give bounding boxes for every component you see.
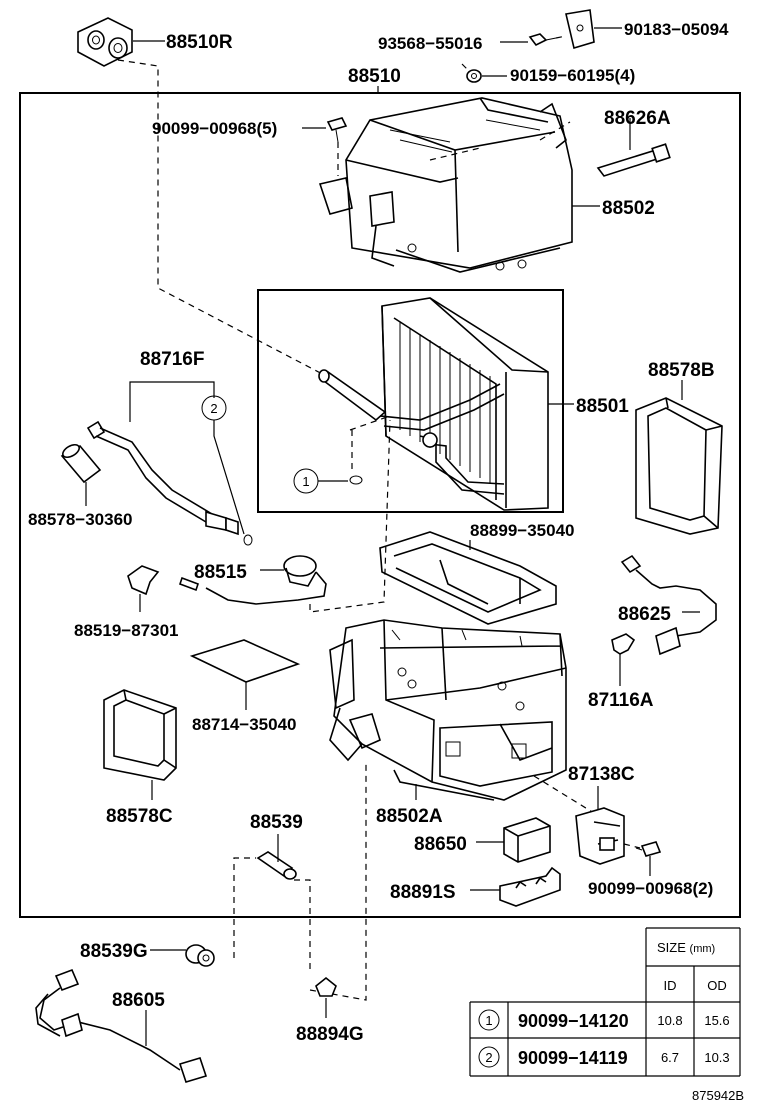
label-88605: 88605 — [112, 990, 165, 1011]
label-90099-00968-5: 90099−00968(5) — [152, 119, 277, 138]
lower-case-88502A — [329, 619, 567, 801]
grommet-88539G — [185, 944, 215, 967]
label-88501: 88501 — [576, 396, 629, 417]
screw-90159-60195 — [466, 69, 482, 83]
label-90183-05094: 90183−05094 — [624, 20, 729, 39]
label-88894G: 88894G — [296, 1024, 364, 1045]
label-88716F: 88716F — [140, 349, 204, 370]
label-88502A: 88502A — [376, 806, 443, 827]
size-table-id: 10.8 — [657, 1013, 682, 1028]
label-88510R: 88510R — [166, 32, 233, 53]
label-88578C: 88578C — [106, 806, 173, 827]
size-table-col-od: OD — [707, 978, 727, 993]
svg-text:1: 1 — [302, 474, 309, 489]
o-ring-2 — [243, 534, 253, 546]
grommet-88510R — [77, 17, 133, 67]
label-93568-55016: 93568−55016 — [378, 34, 482, 53]
label-87116A: 87116A — [588, 690, 654, 711]
thermistor-88515 — [178, 555, 327, 605]
harness-88625 — [620, 554, 717, 656]
label-88510: 88510 — [348, 66, 401, 87]
size-table-ref: 2 — [485, 1050, 492, 1065]
seal-88578C — [103, 689, 177, 781]
screw-93568-55016 — [528, 33, 557, 47]
drawing-id: 875942B — [692, 1088, 744, 1103]
drain-pan-88899-35040 — [379, 531, 557, 625]
seal-88578B — [635, 397, 723, 535]
evaporator-88501 — [318, 297, 549, 511]
size-table-ref: 1 — [485, 1013, 492, 1028]
label-88650: 88650 — [414, 834, 467, 855]
clip-87116A — [611, 633, 636, 655]
suction-tube-88716F — [86, 420, 239, 536]
label-88899-35040: 88899−35040 — [470, 521, 574, 540]
size-table-od: 15.6 — [704, 1013, 729, 1028]
size-table-title: SIZE (mm) — [657, 940, 715, 955]
size-table-id: 6.7 — [661, 1050, 679, 1065]
upper-case-88502 — [318, 97, 573, 273]
screw-90099-00968-2 — [635, 841, 662, 857]
clamp-88894G — [315, 976, 337, 997]
size-table-od: 10.3 — [704, 1050, 729, 1065]
size-table-part-no: 90099−14120 — [518, 1011, 629, 1031]
assembly-frame — [19, 92, 741, 918]
svg-text:2: 2 — [210, 401, 217, 416]
label-90159-60195: 90159−60195(4) — [510, 66, 635, 85]
label-88578-30360: 88578−30360 — [28, 510, 132, 529]
cable-tie-88626A — [596, 143, 671, 177]
harness-88605 — [35, 968, 208, 1083]
label-88891S: 88891S — [390, 882, 456, 903]
sensor-88539 — [256, 851, 297, 880]
insulator-88578-30360 — [60, 443, 102, 484]
amplifier-88650 — [503, 817, 551, 863]
clip-88519-87301 — [127, 565, 160, 596]
screw-90099-00968-5 — [326, 117, 348, 143]
bracket-88891S — [499, 866, 561, 907]
label-87138C: 87138C — [568, 764, 635, 785]
label-88519-87301: 88519−87301 — [74, 621, 178, 640]
o-ring-1 — [349, 475, 363, 485]
label-88502: 88502 — [602, 198, 655, 219]
label-88578B: 88578B — [648, 360, 715, 381]
label-88625: 88625 — [618, 604, 671, 625]
size-table-col-id: ID — [664, 978, 677, 993]
size-table-part-no: 90099−14119 — [518, 1048, 628, 1068]
sheet-88714-35040 — [189, 639, 301, 683]
label-88714-35040: 88714−35040 — [192, 715, 296, 734]
label-88626A: 88626A — [604, 108, 671, 129]
label-90099-00968-2: 90099−00968(2) — [588, 879, 713, 898]
label-88539: 88539 — [250, 812, 303, 833]
label-88515: 88515 — [194, 562, 247, 583]
block-87138C — [575, 807, 625, 865]
label-88539G: 88539G — [80, 941, 148, 962]
clip-90183-05094 — [565, 9, 595, 50]
evaporator-box — [257, 289, 564, 513]
size-table: SIZE (mm) ID OD 1 90099−14120 10.8 15.6 … — [469, 927, 741, 1077]
